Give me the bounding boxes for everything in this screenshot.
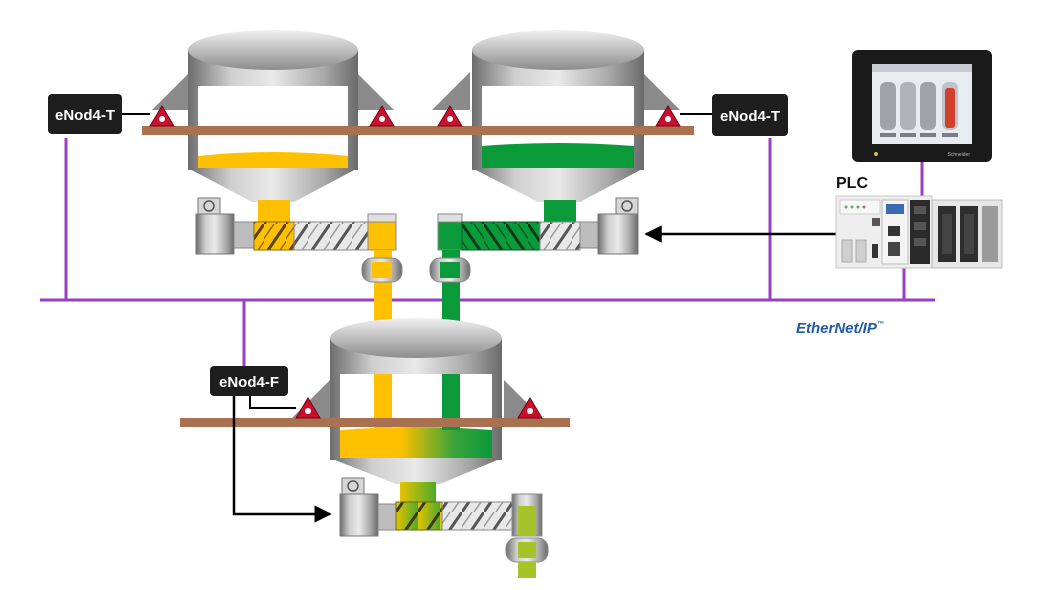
svg-text:EtherNet/IP™: EtherNet/IP™ [796, 320, 884, 337]
screw-feeder-left [195, 197, 397, 255]
hopper-bottom-mixer [290, 318, 544, 504]
feeder-motor [339, 493, 379, 537]
logo-trademark: ™ [877, 321, 884, 328]
hopper-bracket [642, 72, 680, 110]
hopper-top [188, 30, 358, 70]
top-support-beam [142, 126, 694, 135]
green-material-level [482, 143, 634, 168]
hopper-bracket [356, 72, 394, 110]
feeder-motor [597, 213, 639, 255]
feeder-motor [195, 213, 235, 255]
enod4-t-right-label: eNod4-T [720, 108, 780, 125]
screw-feeder-bottom [339, 477, 549, 578]
hopper-bracket [152, 72, 190, 110]
load-cell-sensor [517, 397, 543, 419]
hopper-funnel [330, 458, 502, 484]
bottom-support-beam [180, 418, 570, 427]
enod4-t-left-label: eNod4-T [55, 107, 115, 124]
hopper-funnel [188, 168, 358, 202]
output-pipe [518, 562, 536, 578]
enod4-t-right-device[interactable]: eNod4-T [712, 94, 788, 136]
motor-cap [615, 197, 639, 215]
enod4-f-device[interactable]: eNod4-F [210, 366, 288, 396]
logo-ether: Ether [796, 320, 836, 337]
hmi-touch-panel[interactable]: Schneider [852, 50, 992, 162]
plc-label: PLC [836, 175, 868, 192]
logo-ip: /IP [858, 320, 878, 337]
ethernet-ip-network [40, 138, 935, 368]
hopper-bracket [290, 380, 330, 420]
hopper-top [472, 30, 644, 70]
hopper-top [330, 318, 502, 358]
load-cell-sensor [655, 105, 681, 127]
plc-controller[interactable] [835, 195, 933, 269]
load-cell-sensor [295, 397, 321, 419]
mixed-material-level [340, 427, 492, 458]
ethernet-ip-logo: EtherNet/IP™ [796, 320, 884, 337]
load-cell-sensor [369, 105, 395, 127]
signal-line-enod-to-sensor [249, 392, 296, 409]
enod4-f-label: eNod4-F [219, 374, 279, 391]
hopper-outlet [258, 200, 290, 224]
control-arrow-enod-to-feeder [232, 392, 332, 523]
hopper-funnel [472, 168, 644, 202]
logo-net: Net [834, 320, 859, 337]
load-cell-sensor [149, 105, 175, 127]
hopper-outlet [400, 482, 436, 504]
enod4-t-left-device[interactable]: eNod4-T [48, 94, 122, 134]
screw-feeder-right [437, 197, 639, 255]
svg-text:Schneider: Schneider [947, 152, 970, 158]
plc-rack[interactable] [931, 199, 1003, 269]
hopper-bracket [432, 72, 470, 110]
hmi-tank-graphics [880, 82, 958, 130]
load-cell-sensor [437, 105, 463, 127]
hopper-top-left [152, 30, 394, 224]
hopper-outlet [544, 200, 576, 224]
